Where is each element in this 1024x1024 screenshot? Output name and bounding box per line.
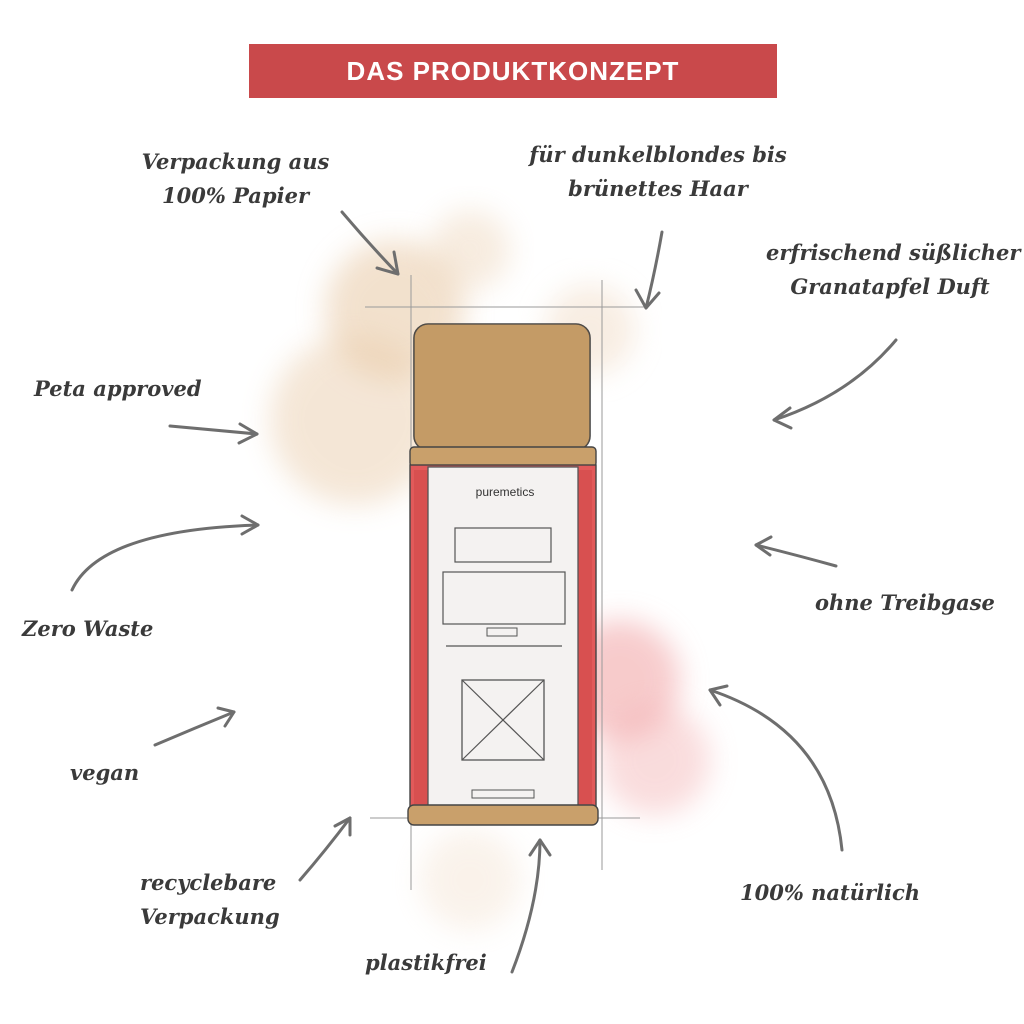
arrow-plasticfree <box>510 838 552 974</box>
arrow-recyclable <box>298 816 352 882</box>
note-zerowaste: Zero Waste <box>22 616 154 641</box>
note-natural: 100% natürlich <box>740 880 921 905</box>
label-image-placeholder <box>461 679 545 761</box>
note-peta: Peta approved <box>34 376 202 401</box>
note-recyclable: recyclebare Verpackung <box>140 870 280 929</box>
product-can <box>407 323 599 826</box>
brand-label: puremetics <box>475 485 535 499</box>
can-collar <box>409 446 597 468</box>
can-base <box>407 804 599 826</box>
arrow-natural <box>708 684 844 852</box>
arrow-propellant <box>754 535 838 568</box>
arrow-peta <box>168 422 259 445</box>
arrows <box>70 210 898 974</box>
page-title: DAS PRODUKTKONZEPT <box>346 55 680 86</box>
arrow-zerowaste <box>70 514 260 592</box>
label-block-2 <box>442 571 566 625</box>
note-plasticfree: plastikfrei <box>365 950 487 975</box>
arrow-scent <box>772 338 898 430</box>
note-vegan: vegan <box>70 760 140 785</box>
arrow-vegan <box>153 706 236 747</box>
note-propellant: ohne Treibgase <box>815 590 995 615</box>
label-block-1 <box>454 527 552 563</box>
note-scent: erfrischend süßlicher Granatapfel Duft <box>766 240 1021 299</box>
can-label <box>427 466 579 810</box>
title-banner: DAS PRODUKTKONZEPT <box>249 44 777 98</box>
note-hair: für dunkelblondes bis brünettes Haar <box>529 142 787 201</box>
arrow-paper <box>340 210 400 276</box>
arrow-hair <box>634 230 664 310</box>
note-paper: Verpackung aus 100% Papier <box>141 149 330 208</box>
